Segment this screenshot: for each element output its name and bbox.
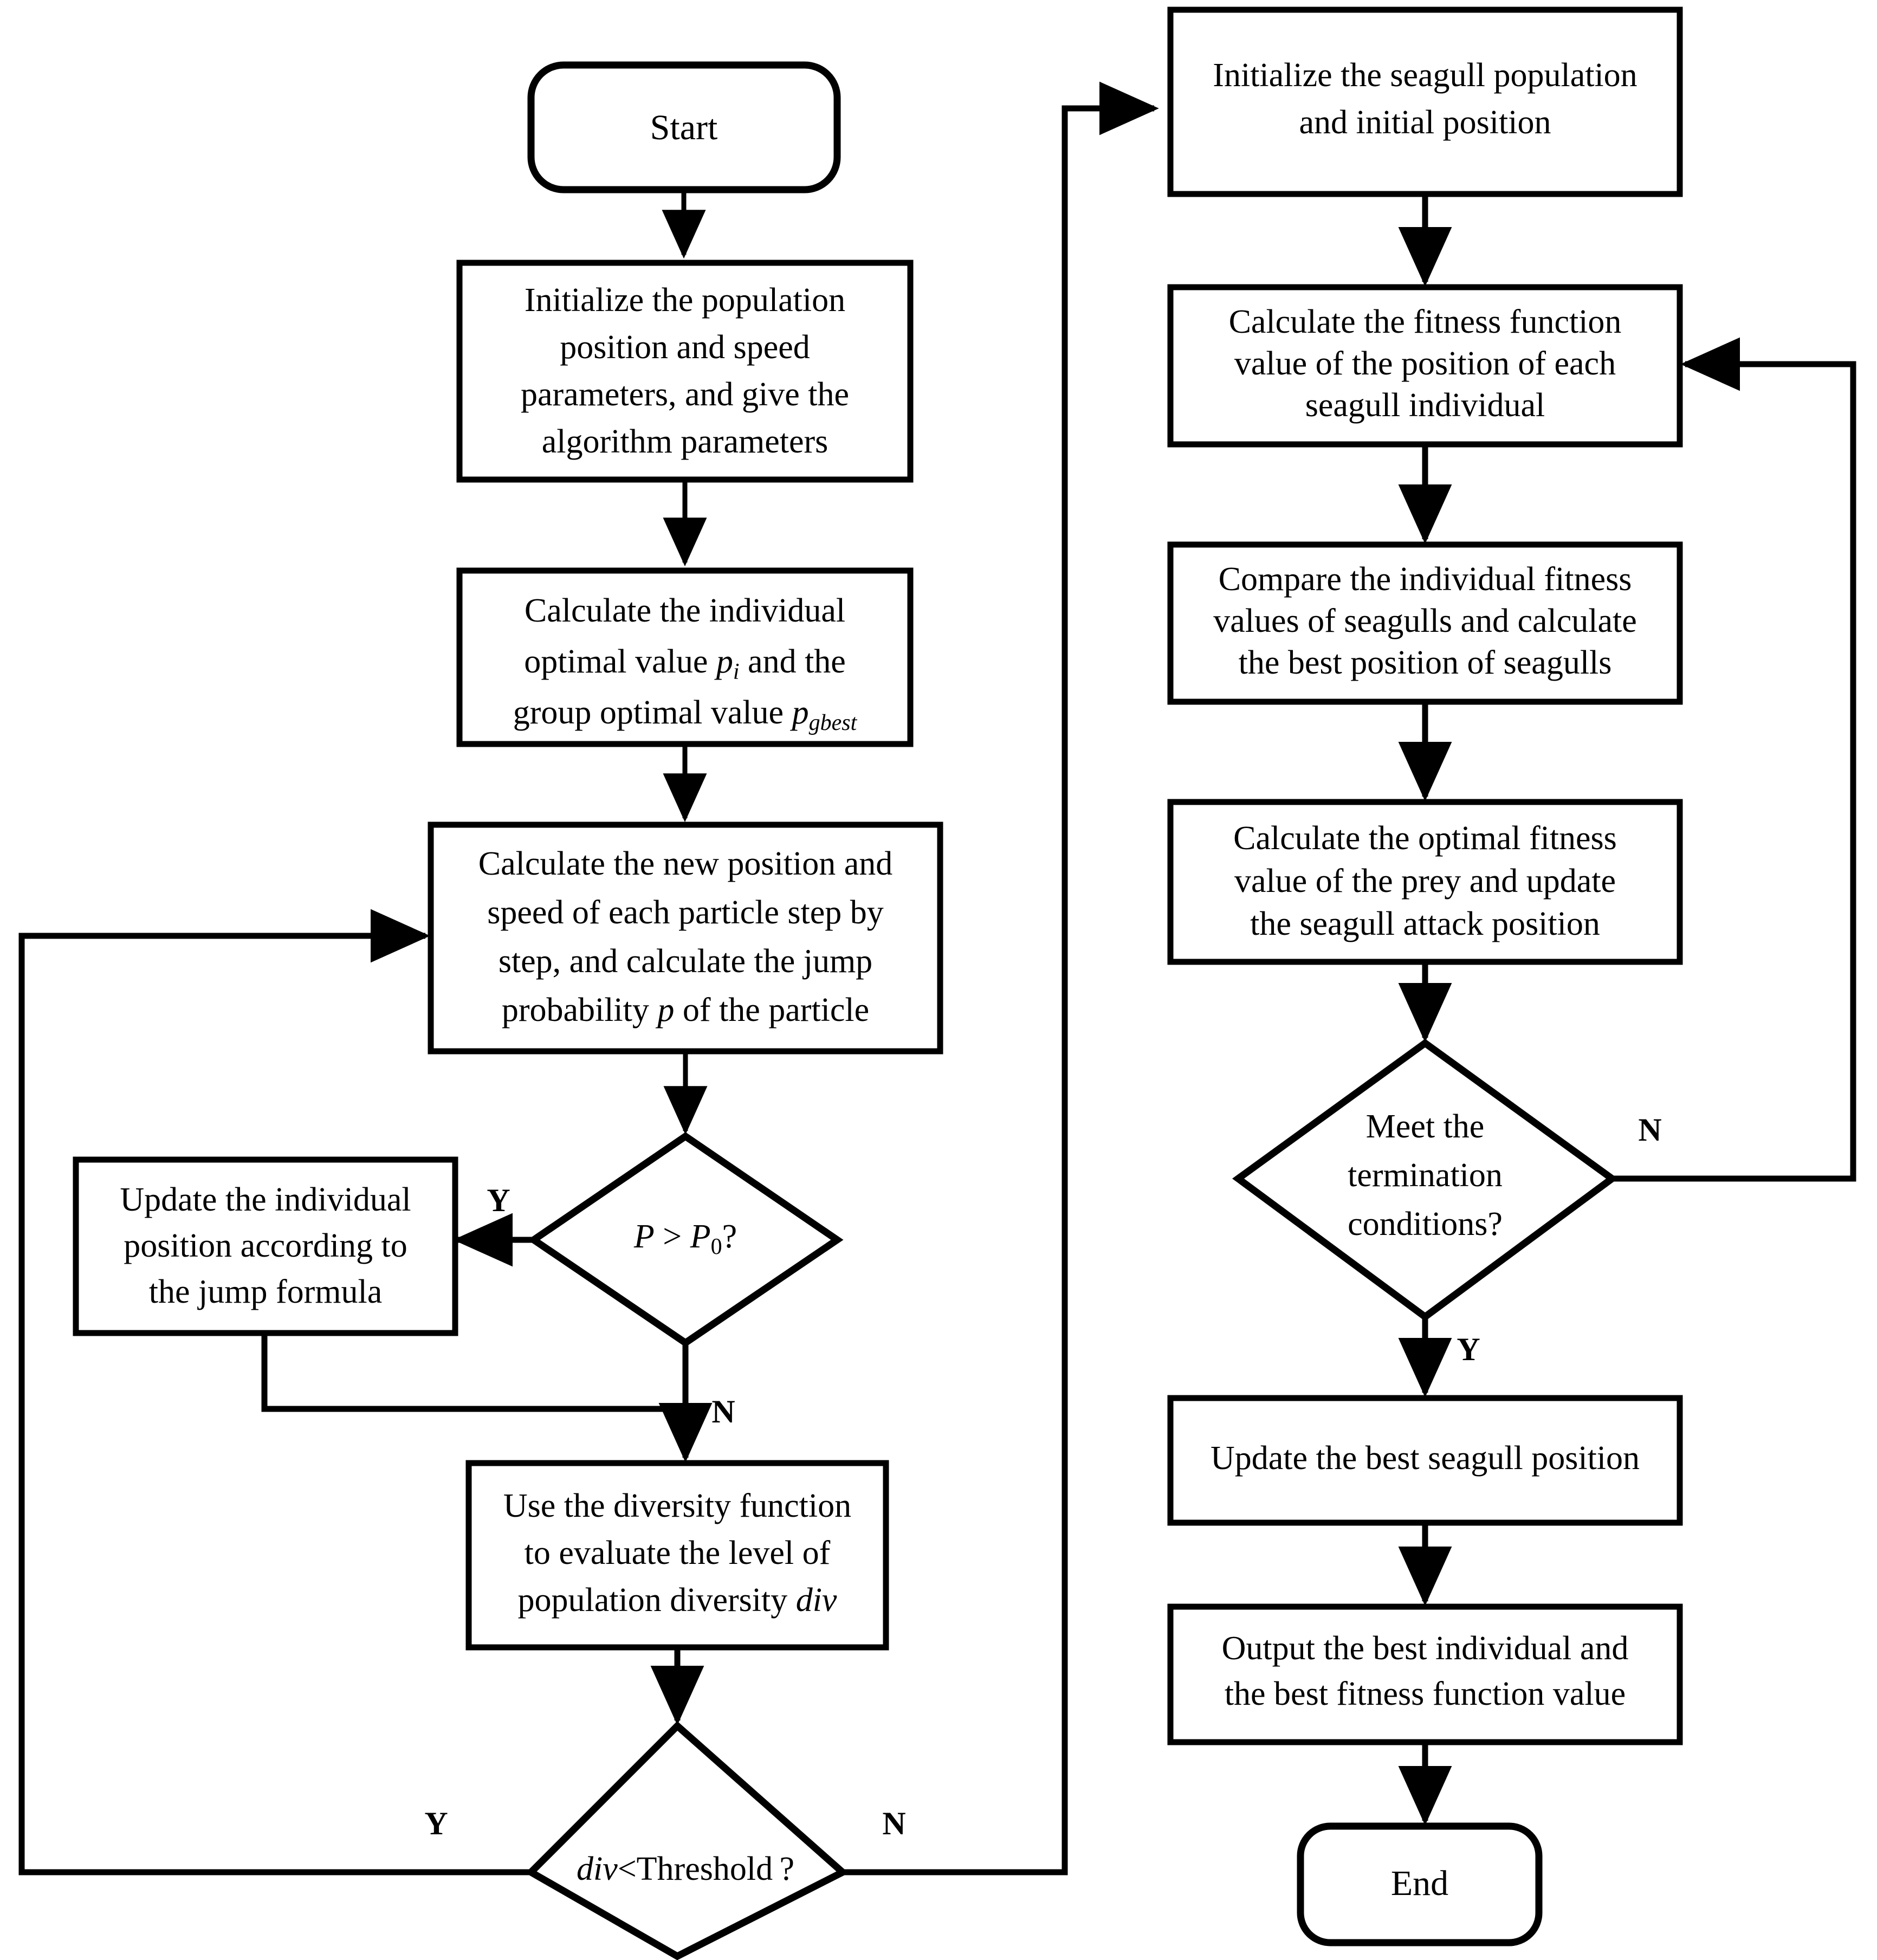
node-calc-fitness-line-1: Calculate the fitness function bbox=[1229, 303, 1622, 340]
node-calc-best-line-1: Calculate the individual bbox=[525, 592, 845, 629]
node-update-individual-line-3: the jump formula bbox=[149, 1273, 382, 1310]
calc-best-l2-sym: p bbox=[714, 643, 733, 680]
node-calc-optimal-line-2: value of the prey and update bbox=[1234, 863, 1616, 900]
node-calc-new-pos-line-1: Calculate the new position and bbox=[478, 845, 892, 882]
node-diversity[interactable]: Use the diversity function to evaluate t… bbox=[465, 1460, 889, 1651]
node-end-label: End bbox=[1391, 1864, 1448, 1903]
edge-label-div-yes: Y bbox=[424, 1806, 448, 1841]
node-diversity-line-3: population diversity div bbox=[518, 1582, 837, 1619]
node-compare-fitness-line-1: Compare the individual fitness bbox=[1219, 561, 1632, 598]
node-start[interactable]: Start bbox=[527, 61, 841, 193]
node-compare-fitness-line-3: the best position of seagulls bbox=[1239, 644, 1612, 681]
node-calc-optimal-line-1: Calculate the optimal fitness bbox=[1233, 820, 1617, 857]
node-init-seagull-line-2: and initial position bbox=[1299, 104, 1551, 141]
node-calc-new-pos-line-3: step, and calculate the jump bbox=[499, 943, 872, 980]
edge-label-term-no: N bbox=[1638, 1112, 1661, 1148]
decision-p-op: > bbox=[655, 1218, 690, 1255]
node-calc-optimal[interactable]: Calculate the optimal fitness value of t… bbox=[1167, 799, 1683, 965]
node-update-best[interactable]: Update the best seagull position bbox=[1167, 1395, 1683, 1526]
node-calc-best[interactable]: Calculate the individual optimal value p… bbox=[456, 567, 914, 747]
calc-new-pos-l4-post: of the particle bbox=[674, 992, 869, 1028]
edge-label-div-no: N bbox=[882, 1806, 905, 1841]
node-output-best-line-1: Output the best individual and bbox=[1222, 1630, 1629, 1667]
node-decision-div[interactable]: div<Threshold ? bbox=[525, 1721, 849, 1960]
node-calc-fitness[interactable]: Calculate the fitness function value of … bbox=[1167, 284, 1683, 448]
decision-p-sym1: P bbox=[633, 1218, 655, 1255]
calc-best-l3-pre: group optimal value bbox=[513, 694, 792, 731]
diversity-l3-sym: div bbox=[796, 1582, 837, 1619]
node-decision-p-label: P > P0? bbox=[633, 1218, 737, 1259]
node-update-best-label: Update the best seagull position bbox=[1211, 1440, 1640, 1477]
node-decision-term-line-3: conditions? bbox=[1348, 1206, 1503, 1243]
edge-decision-div-yes-loop bbox=[18, 909, 531, 1875]
node-calc-optimal-line-3: the seagull attack position bbox=[1250, 905, 1600, 942]
node-diversity-line-1: Use the diversity function bbox=[503, 1487, 851, 1524]
decision-p-sub: 0 bbox=[711, 1234, 722, 1259]
node-calc-new-pos-line-4: probability p of the particle bbox=[502, 992, 869, 1028]
node-calc-fitness-line-2: value of the position of each bbox=[1234, 345, 1616, 382]
node-calc-best-line-3: group optimal value pgbest bbox=[513, 694, 858, 735]
calc-best-l2-sub: i bbox=[733, 659, 740, 684]
decision-p-sym2: P bbox=[690, 1218, 711, 1255]
node-decision-term-line-1: Meet the bbox=[1366, 1108, 1485, 1145]
edge-label-term-yes: Y bbox=[1457, 1331, 1480, 1367]
node-init-pop-line-2: position and speed bbox=[560, 329, 810, 366]
node-decision-div-label: div<Threshold ? bbox=[577, 1851, 794, 1887]
edge-label-p-yes: Y bbox=[487, 1182, 510, 1218]
node-output-best-line-2: the best fitness function value bbox=[1225, 1676, 1626, 1712]
node-init-pop-line-4: algorithm parameters bbox=[542, 423, 829, 460]
node-init-pop[interactable]: Initialize the population position and s… bbox=[456, 260, 914, 483]
edge-update-individual-to-merge bbox=[261, 1333, 685, 1412]
calc-new-pos-l4-sym: p bbox=[655, 992, 674, 1028]
decision-p-tail: ? bbox=[722, 1218, 737, 1255]
node-calc-new-pos[interactable]: Calculate the new position and speed of … bbox=[428, 821, 943, 1055]
node-diversity-line-2: to evaluate the level of bbox=[525, 1535, 831, 1571]
diversity-l3-pre: population diversity bbox=[518, 1582, 796, 1619]
node-output-best[interactable]: Output the best individual and the best … bbox=[1167, 1603, 1683, 1745]
node-compare-fitness[interactable]: Compare the individual fitness values of… bbox=[1167, 541, 1683, 705]
calc-best-l3-sym: p bbox=[790, 694, 809, 731]
node-update-individual-line-1: Update the individual bbox=[120, 1181, 411, 1218]
edge-label-p-no: N bbox=[711, 1394, 735, 1429]
node-init-seagull[interactable]: Initialize the seagull population and in… bbox=[1167, 7, 1683, 197]
node-init-seagull-line-1: Initialize the seagull population bbox=[1213, 57, 1637, 94]
calc-best-l2-post: and the bbox=[740, 643, 846, 680]
decision-div-rest: <Threshold ? bbox=[618, 1851, 794, 1887]
decision-div-sym: div bbox=[577, 1851, 618, 1887]
node-decision-term-line-2: termination bbox=[1348, 1157, 1503, 1194]
node-calc-new-pos-line-2: speed of each particle step by bbox=[487, 894, 884, 931]
node-decision-term[interactable]: Meet the termination conditions? bbox=[1232, 1038, 1619, 1322]
node-compare-fitness-line-2: values of seagulls and calculate bbox=[1213, 603, 1637, 639]
calc-best-l3-sub: gbest bbox=[809, 710, 858, 735]
edge-decision-div-no-to-init-seagull bbox=[843, 81, 1159, 1875]
calc-best-l2-pre: optimal value bbox=[524, 643, 716, 680]
calc-new-pos-l4-pre: probability bbox=[502, 992, 658, 1028]
node-calc-fitness-line-3: seagull individual bbox=[1305, 387, 1545, 424]
node-end[interactable]: End bbox=[1297, 1822, 1543, 1946]
node-update-individual[interactable]: Update the individual position according… bbox=[73, 1156, 458, 1336]
node-init-pop-line-3: parameters, and give the bbox=[521, 376, 849, 413]
node-start-label: Start bbox=[650, 108, 718, 147]
node-calc-best-line-2: optimal value pi and the bbox=[524, 643, 846, 684]
edge-decision-term-no-loop bbox=[1612, 337, 1856, 1182]
node-init-pop-line-1: Initialize the population bbox=[525, 282, 845, 319]
node-update-individual-line-2: position according to bbox=[124, 1227, 407, 1264]
